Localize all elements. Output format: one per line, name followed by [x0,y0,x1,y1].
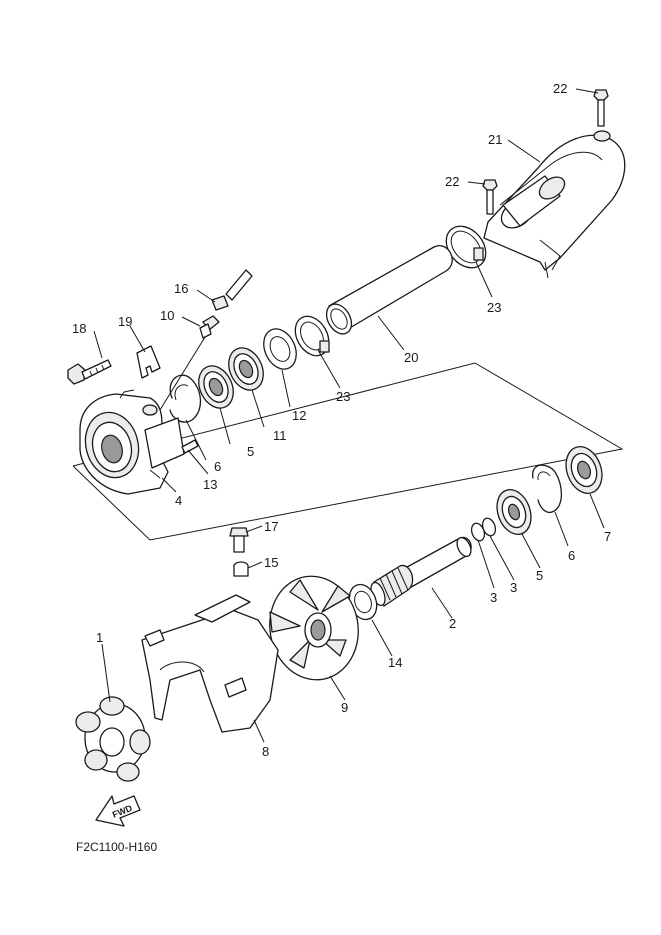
part-22-bolt-mid [482,179,498,215]
part-6-circlip-lower [532,464,563,514]
callout-22-top: 22 [553,81,567,96]
part-21-pump-cover [483,130,626,279]
part-5-bearing-upper [198,365,234,409]
callout-12: 14 [388,655,402,670]
callout-19: 19 [118,314,132,329]
part-2-shaft [370,536,472,607]
callout-1: 1 [96,630,103,645]
callout-23-upper: 23 [487,300,501,315]
part-23-clamp-lower [294,315,330,357]
part-10-grease-nipple [159,315,220,411]
part-18-bolt [67,359,112,385]
part-17-intake-housing [141,594,279,733]
callout-9: 12 [292,408,306,423]
callout-10: 10 [160,308,174,323]
fwd-arrow-icon: FWD [95,795,141,827]
callout-21: 21 [488,132,502,147]
part-20-hose [325,245,453,335]
callout-18: 18 [72,321,86,336]
part-6-circlip-upper [169,374,202,423]
callout-14: 15 [264,555,278,570]
callout-8: 11 [273,428,287,443]
leader-lines [93,88,605,743]
part-22-bolt-top [593,89,609,127]
part-11-impeller [269,575,359,681]
part-7-bearing [565,446,603,494]
callout-15: 17 [264,519,278,534]
callout-11: 9 [341,700,348,715]
callout-5-lower: 5 [536,568,543,583]
callout-13: 13 [203,477,217,492]
callout-23-lower: 23 [336,389,350,404]
callout-20: 20 [404,350,418,365]
assembly-frame-line [72,362,624,541]
callout-6-upper: 6 [214,459,221,474]
callout-4: 4 [175,493,182,508]
part-14-collar [233,561,249,577]
callout-2: 2 [449,616,456,631]
part-1-stator [75,696,151,782]
callout-7: 7 [604,529,611,544]
drawing-code: F2C1100-H160 [76,840,157,854]
part-23-clamp-upper [445,225,487,269]
part-9-spacer [263,328,297,370]
callout-16: 16 [174,281,188,296]
part-8-bearing [228,347,264,391]
callout-3-left: 3 [490,590,497,605]
callout-6-lower: 6 [568,548,575,563]
callout-17: 8 [262,744,269,759]
callout-5-upper: 5 [247,444,254,459]
callout-22-mid: 22 [445,174,459,189]
callouts: 22 21 22 23 16 10 18 19 20 23 12 11 5 6 … [72,81,611,759]
part-3-o-rings [470,517,497,542]
part-13-pin [181,439,199,454]
part-5-bearing-lower [496,489,532,535]
part-19-clip [136,345,161,379]
part-4-housing [79,389,185,495]
part-16-nipple [211,269,253,311]
part-15-bolt [229,527,249,553]
callout-3-right: 3 [510,580,517,595]
